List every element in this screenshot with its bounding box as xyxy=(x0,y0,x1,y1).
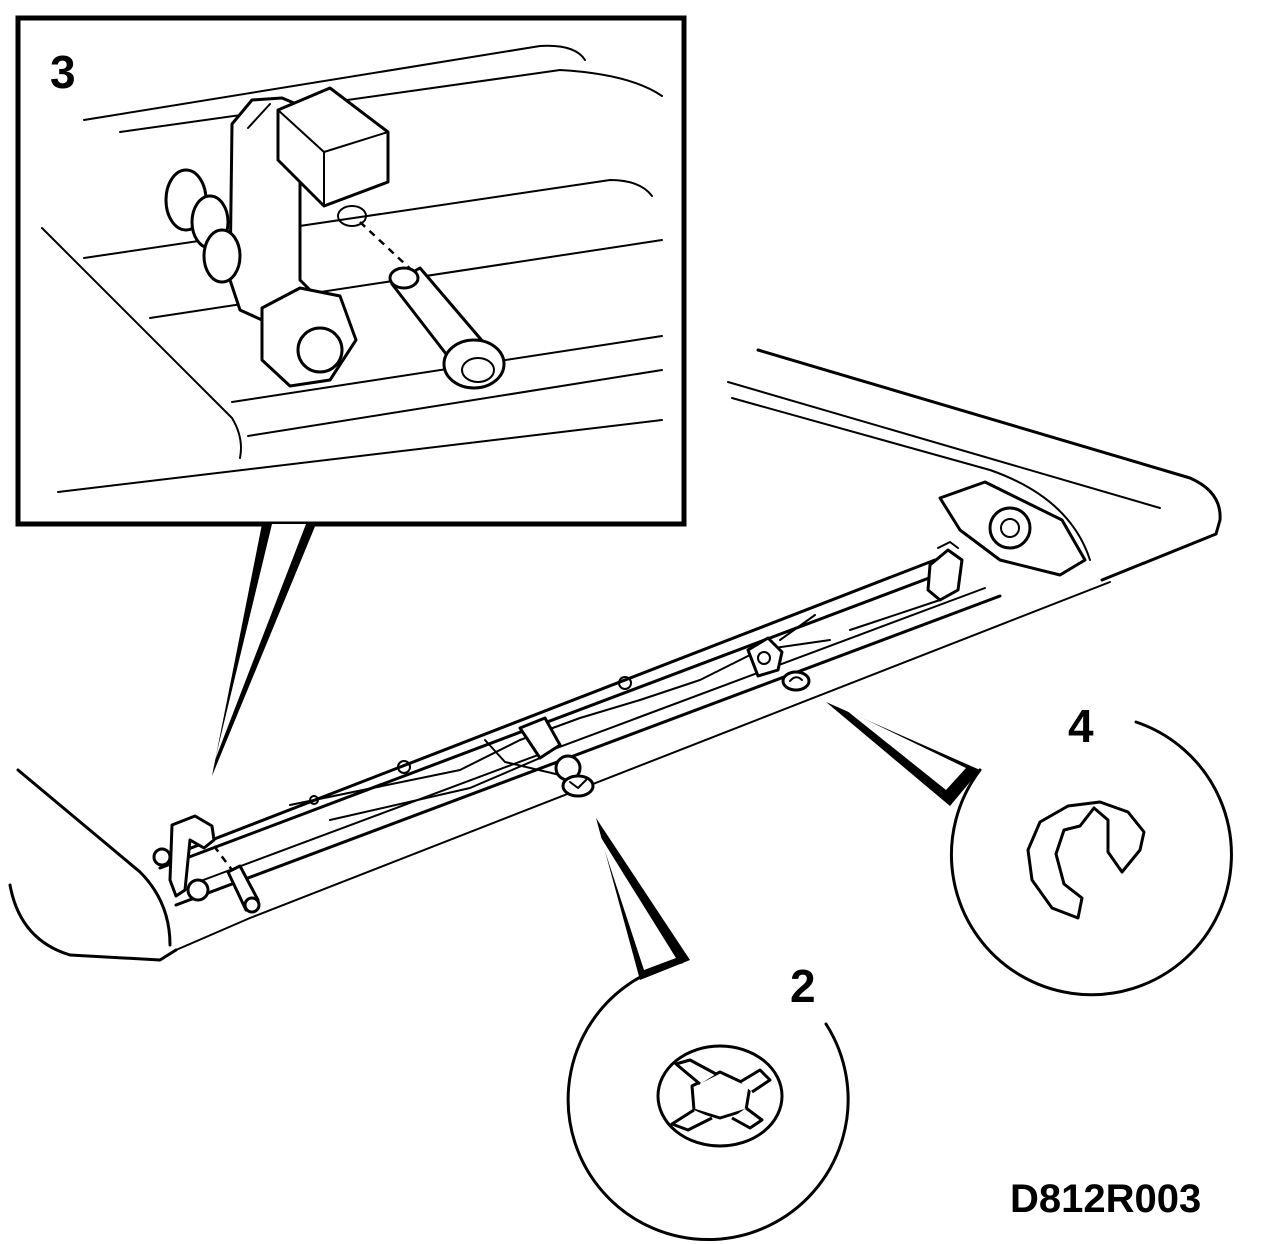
leader-3 xyxy=(212,524,316,776)
figure-code: D812R003 xyxy=(1010,1177,1201,1221)
callout-4-label: 4 xyxy=(1068,700,1094,752)
detail-3-inset: 3 xyxy=(15,15,687,527)
callout-2-label: 2 xyxy=(790,960,816,1012)
leader-2 xyxy=(596,818,690,980)
sunroof-panel xyxy=(8,348,1222,962)
detail-4-circle: 4 xyxy=(949,700,1233,997)
e-clip-retainer-icon xyxy=(1026,800,1146,920)
star-lock-washer-icon xyxy=(656,1044,784,1148)
detail-2-circle: 2 xyxy=(566,960,850,1242)
callout-3-label: 3 xyxy=(50,46,76,98)
